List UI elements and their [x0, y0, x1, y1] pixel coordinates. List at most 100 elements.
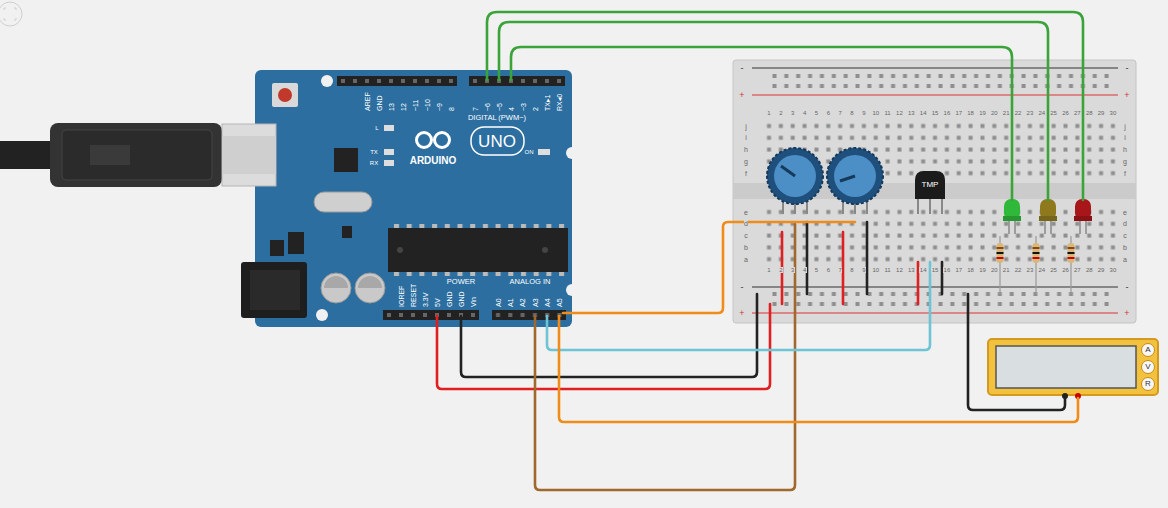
wire: [866, 222, 869, 294]
resistor-symbol: [997, 247, 1004, 249]
arduino-board: [538, 149, 550, 155]
row-letter: b: [1123, 244, 1128, 251]
arduino-board: [384, 160, 394, 166]
rail-sign: +: [1124, 91, 1130, 100]
arduino-board: [566, 284, 578, 296]
column-number: 12: [896, 110, 904, 116]
column-number: 20: [990, 267, 998, 273]
pin-label: A5: [555, 298, 564, 307]
column-number: 2: [779, 110, 783, 116]
usb-socket: [222, 124, 276, 186]
pin-label: ~11: [411, 100, 420, 111]
arduino-board: [471, 127, 524, 155]
arduino-board: [288, 232, 304, 254]
potentiometer: [774, 155, 816, 197]
usb-cable: [0, 123, 222, 187]
column-number: 21: [1002, 110, 1010, 116]
column-number: 17: [955, 110, 963, 116]
pin-label: A4: [543, 298, 552, 307]
arduino-board: [388, 228, 568, 272]
wire: [968, 294, 1065, 410]
header-title: ANALOG IN: [510, 278, 551, 286]
column-number: 19: [979, 110, 987, 116]
led-label: ON: [525, 149, 534, 155]
pin-label: ~3: [519, 103, 528, 111]
resistor-symbol: [1068, 252, 1075, 254]
resistor-symbol: [1068, 257, 1075, 259]
arduino-board: [316, 309, 328, 321]
wire: [563, 222, 855, 313]
arduino-board: [417, 133, 432, 148]
wire: [437, 12, 1083, 490]
column-number: 7: [838, 267, 842, 273]
arduino-board: [337, 76, 457, 86]
resistor-symbol: [1068, 247, 1075, 249]
arduino-board: [321, 75, 333, 87]
row-letter: g: [1123, 158, 1128, 165]
led-label: RX: [370, 160, 378, 166]
pin-label: A2: [518, 298, 527, 307]
row-letter: i: [1124, 134, 1127, 141]
potentiometer: [840, 176, 855, 181]
breadboard: [752, 313, 1118, 314]
column-number: 15: [931, 110, 939, 116]
header-title: POWER: [447, 278, 475, 286]
column-number: 4: [802, 267, 806, 273]
column-number: 25: [1050, 267, 1058, 273]
corner-icon: [0, 2, 22, 26]
column-number: 28: [1085, 267, 1093, 273]
arduino-board: [388, 224, 568, 228]
column-number: 22: [1014, 267, 1022, 273]
pin-label: 8: [447, 107, 456, 111]
arduino-board: [272, 83, 298, 107]
breadboard: [733, 60, 1136, 323]
column-number: 18: [967, 110, 975, 116]
potentiometer: [827, 148, 883, 204]
column-number: 5: [814, 267, 818, 273]
column-number: 10: [872, 267, 880, 273]
arduino-board: [337, 76, 457, 86]
usb-socket: [222, 136, 276, 174]
column-number: 12: [896, 267, 904, 273]
column-number: 4: [802, 110, 806, 116]
column-number: 30: [1109, 267, 1117, 273]
arduino-board: [241, 262, 307, 318]
pin-label: ~9: [435, 103, 444, 111]
row-letter: f: [1124, 170, 1127, 177]
pin-label: Vin: [469, 297, 478, 307]
row-letter: c: [1123, 232, 1128, 239]
breadboard: [766, 207, 1118, 266]
column-number: 17: [955, 267, 963, 273]
arduino-board: [241, 70, 578, 327]
corner-icon: [0, 2, 22, 26]
row-letter: d: [1123, 220, 1128, 227]
row-letter: e: [1123, 209, 1128, 216]
breadboard: [752, 95, 1118, 96]
column-number: 3: [791, 267, 795, 273]
column-number: 28: [1085, 110, 1093, 116]
pin-label: GND: [457, 291, 466, 307]
usb-cable: [90, 145, 130, 165]
arduino-board: [321, 273, 351, 303]
pin-label: ~6: [483, 103, 492, 111]
pin-label: 2: [531, 107, 540, 111]
column-number: 23: [1026, 267, 1034, 273]
brand-name: ARDUINO: [410, 156, 457, 166]
arduino-board: [566, 147, 578, 159]
column-number: 16: [943, 110, 951, 116]
potentiometer: [781, 166, 795, 176]
column-number: 15: [931, 267, 939, 273]
arduino-board: [334, 148, 358, 172]
arduino-board: [384, 125, 394, 131]
led: [1075, 199, 1091, 220]
arduino-board: [492, 310, 566, 320]
multimeter: [988, 339, 1158, 395]
corner-icon: [4, 8, 16, 20]
row-letter: i: [745, 134, 748, 141]
column-number: 25: [1050, 110, 1058, 116]
row-letter: a: [1123, 256, 1128, 263]
arduino-board: [314, 192, 372, 212]
led: [1003, 216, 1021, 221]
pin-label: GND: [445, 291, 454, 307]
column-number: 2: [779, 267, 783, 273]
